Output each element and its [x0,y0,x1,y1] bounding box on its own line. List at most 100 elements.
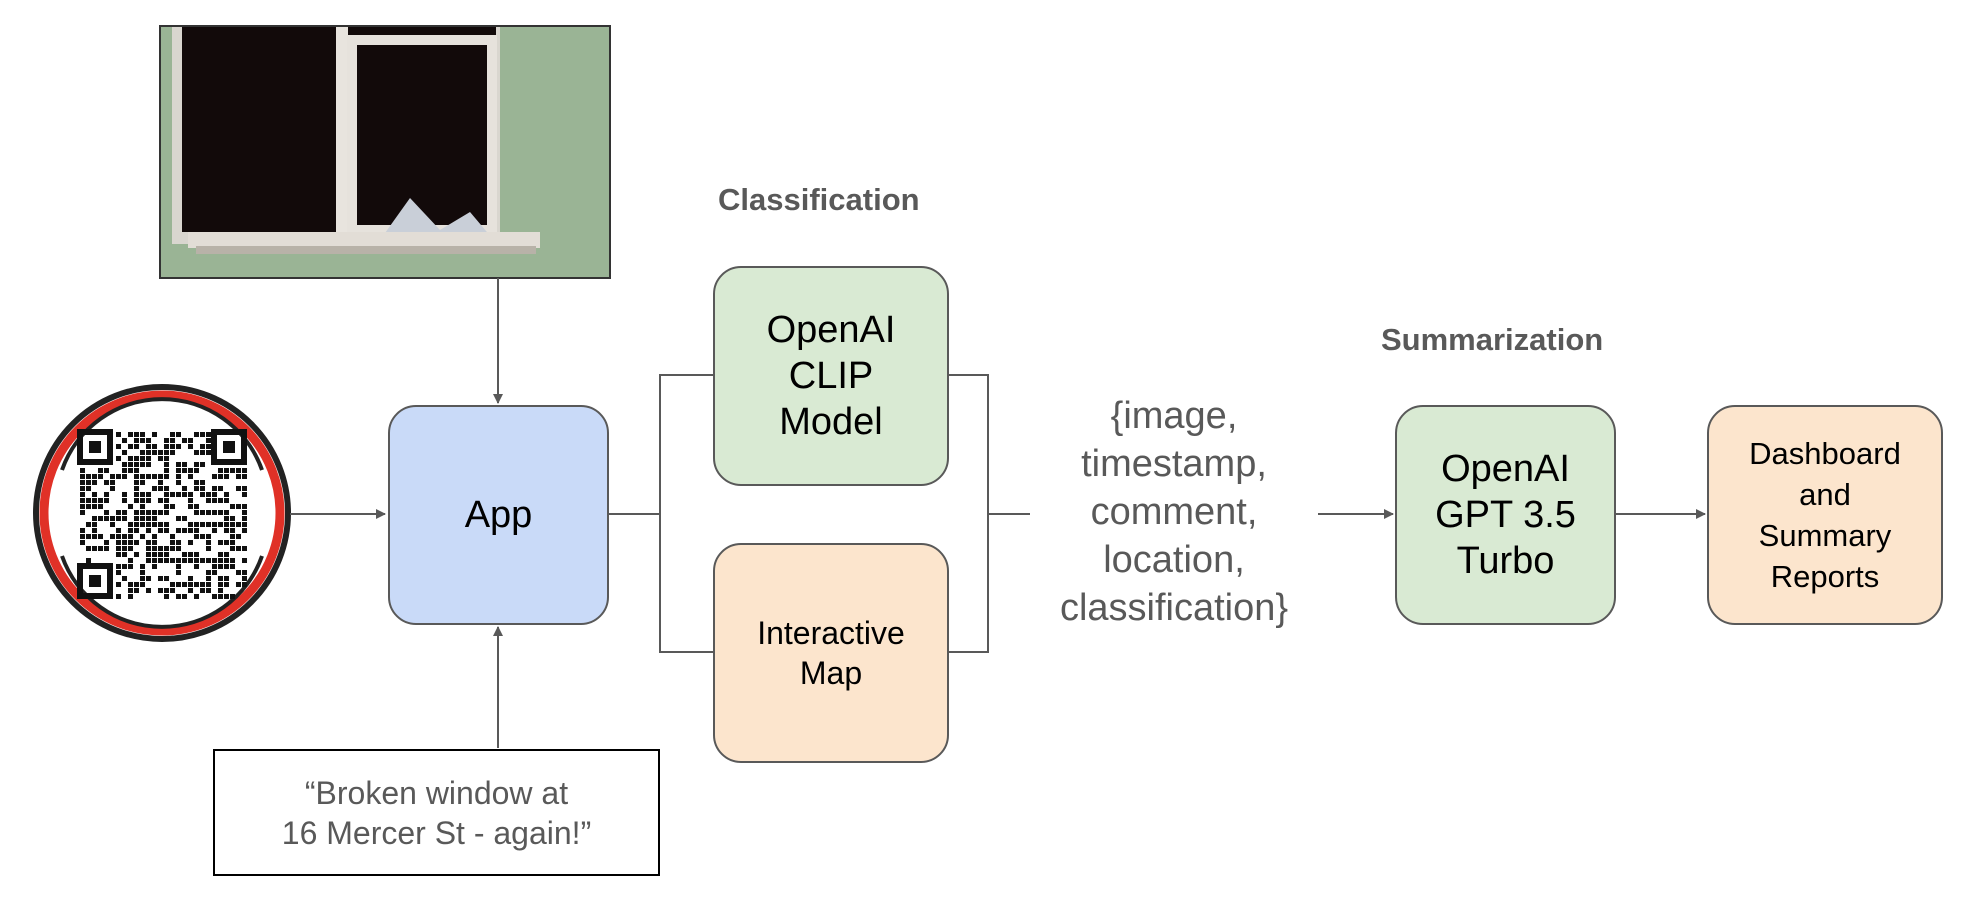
qr-module [200,450,205,455]
qr-module [116,528,121,533]
qr-module [152,444,157,449]
app-node: App [388,405,609,625]
qr-module [158,576,163,581]
qr-module [194,528,199,533]
qr-module [200,444,205,449]
qr-module [170,450,175,455]
qr-module [218,522,223,527]
qr-module [140,456,145,461]
qr-module [158,450,163,455]
qr-module [158,498,163,503]
qr-module [128,558,133,563]
qr-module [80,480,85,485]
qr-module [176,432,181,437]
qr-module [164,552,169,557]
qr-module [140,510,145,515]
qr-module [164,504,169,509]
qr-module [158,480,163,485]
qr-module [140,576,145,581]
qr-module [188,528,193,533]
qr-module [116,546,121,551]
qr-module [122,492,127,497]
qr-module [200,480,205,485]
qr-module [164,546,169,551]
qr-module [134,552,139,557]
qr-module [80,492,85,497]
qr-module [116,534,121,539]
qr-module [140,564,145,569]
comment-quote-box: “Broken window at 16 Mercer St - again!” [213,749,660,876]
qr-module [242,516,247,521]
qr-module [206,582,211,587]
qr-module [224,510,229,515]
qr-module [140,462,145,467]
qr-module [182,594,187,599]
qr-module [164,444,169,449]
qr-module [230,564,235,569]
qr-module [194,552,199,557]
interactive-map-label: Interactive Map [757,615,905,691]
qr-module [134,462,139,467]
qr-module [116,510,121,515]
qr-module [140,570,145,575]
qr-module [122,450,127,455]
dashboard-node-label: Dashboard and Summary Reports [1749,436,1901,594]
qr-module [134,522,139,527]
qr-module [230,522,235,527]
qr-module [236,504,241,509]
qr-module [98,474,103,479]
qr-module [152,516,157,521]
qr-module [104,546,109,551]
qr-module [122,510,127,515]
qr-module [122,540,127,545]
qr-module [212,498,217,503]
qr-module [188,438,193,443]
qr-module [110,486,115,491]
qr-module [134,438,139,443]
qr-module [206,492,211,497]
qr-module [164,450,169,455]
qr-module [206,444,211,449]
qr-module [140,498,145,503]
qr-module [146,438,151,443]
qr-module [128,462,133,467]
qr-module [230,516,235,521]
qr-module [164,462,169,467]
qr-module [146,462,151,467]
qr-module [128,444,133,449]
qr-module [140,450,145,455]
qr-module [158,486,163,491]
qr-module [122,498,127,503]
qr-module [170,540,175,545]
qr-module [146,510,151,515]
qr-module [152,534,157,539]
qr-module [212,492,217,497]
qr-module [152,510,157,515]
qr-module [230,594,235,599]
qr-module [140,582,145,587]
qr-module [236,546,241,551]
qr-module [92,528,97,533]
qr-module [242,492,247,497]
qr-module [170,582,175,587]
qr-module [176,582,181,587]
qr-module [236,486,241,491]
qr-module [230,468,235,473]
qr-module [80,528,85,533]
qr-module [218,498,223,503]
qr-module [140,504,145,509]
qr-module [176,474,181,479]
qr-module [110,516,115,521]
qr-module [116,582,121,587]
qr-module [200,492,205,497]
qr-module [80,468,85,473]
qr-module [98,468,103,473]
qr-module [236,474,241,479]
qr-module [188,498,193,503]
qr-module [80,474,85,479]
qr-module [218,468,223,473]
qr-module [224,594,229,599]
qr-module [218,576,223,581]
qr-module [176,528,181,533]
qr-module [236,468,241,473]
